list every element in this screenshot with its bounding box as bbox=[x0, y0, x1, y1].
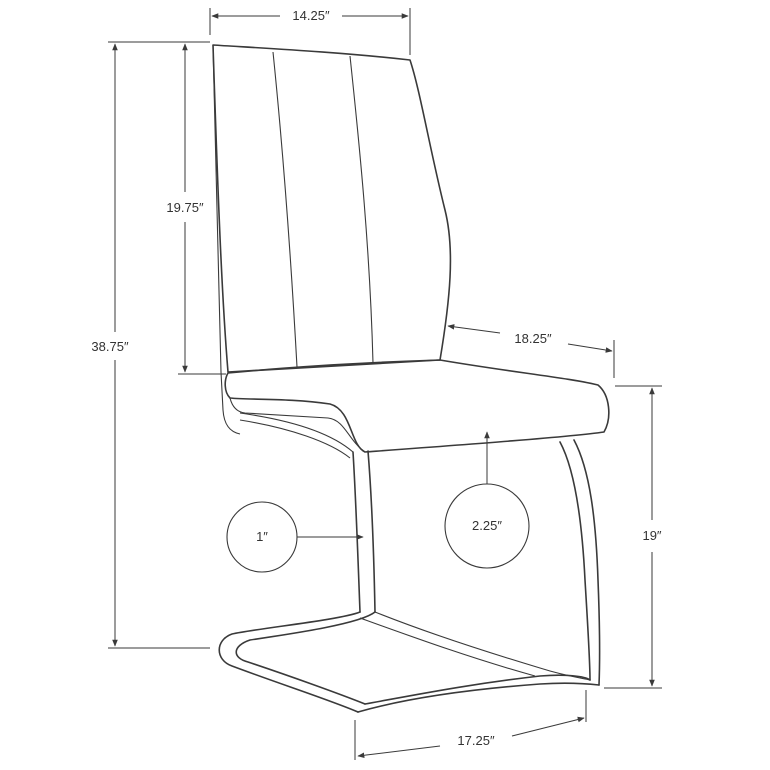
callout-seat-thickness bbox=[444, 431, 530, 569]
dim-height-total bbox=[108, 41, 210, 649]
label-tube-diameter: 1″ bbox=[256, 529, 268, 544]
label-seat-height: 19″ bbox=[642, 528, 661, 543]
label-width-top: 14.25″ bbox=[292, 8, 330, 23]
dim-back-height bbox=[178, 41, 226, 375]
dim-seat-height bbox=[604, 385, 662, 689]
chair-seat bbox=[224, 359, 610, 453]
dim-base-depth bbox=[354, 690, 587, 760]
dim-seat-depth bbox=[447, 324, 615, 378]
callout-tube-diameter bbox=[226, 501, 364, 573]
label-back-height: 19.75″ bbox=[166, 200, 204, 215]
label-seat-depth: 18.25″ bbox=[514, 331, 552, 346]
label-base-depth: 17.25″ bbox=[457, 733, 495, 748]
label-seat-thickness: 2.25″ bbox=[472, 518, 502, 533]
chair-backrest bbox=[212, 44, 452, 435]
label-height-total: 38.75″ bbox=[91, 339, 129, 354]
dim-width-top bbox=[209, 8, 411, 55]
chair-frame bbox=[218, 412, 601, 713]
